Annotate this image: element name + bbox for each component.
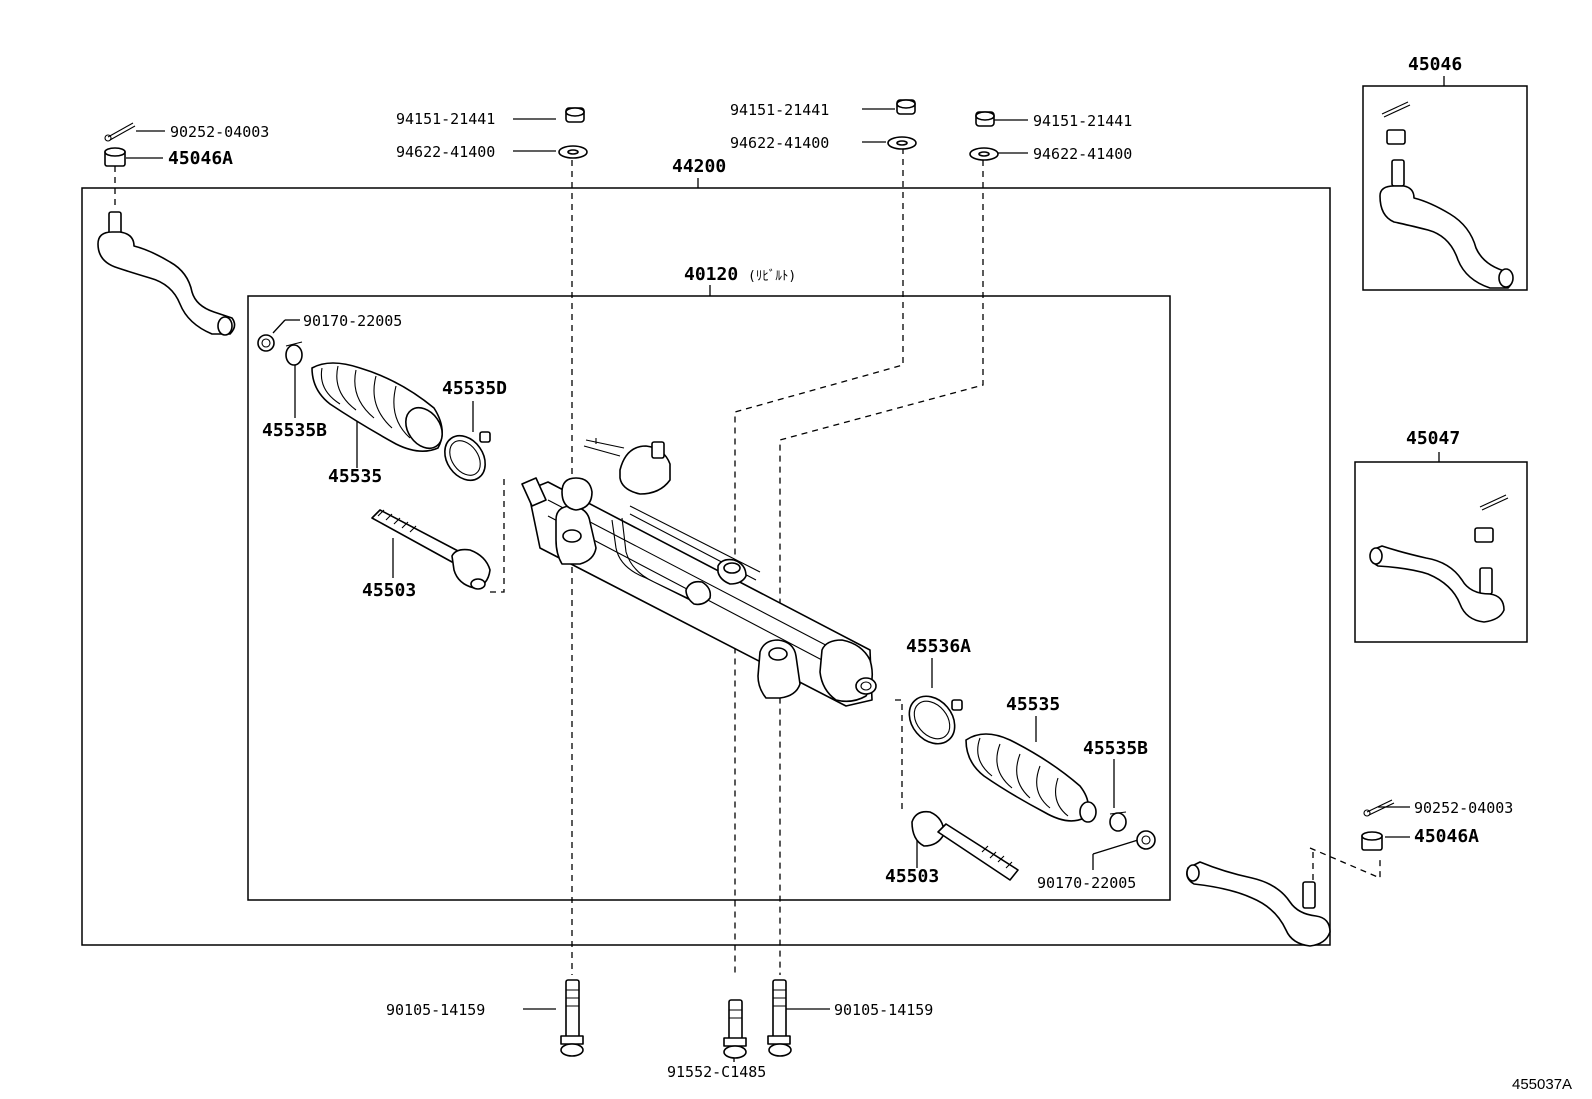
inset-left-part-number: 45046 xyxy=(1408,54,1463,75)
tie-rod-end-left xyxy=(97,211,236,336)
steering-rack-body xyxy=(521,438,877,707)
label-cotter-left: 90252-04003 xyxy=(170,123,270,141)
boot-right xyxy=(965,733,1097,823)
label-rod-left: 45503 xyxy=(362,580,417,601)
large-clamp-right xyxy=(908,695,963,745)
label-cotter-right: 90252-04003 xyxy=(1414,799,1514,817)
label-washer-top-mid: 94622-41400 xyxy=(730,134,830,152)
clip-left xyxy=(257,334,275,352)
label-bolt-left: 90105-14159 xyxy=(386,1001,486,1019)
label-nut-top-left: 94151-21441 xyxy=(396,110,496,128)
washer-nut-set-right xyxy=(969,111,999,161)
label-clamp-small-left: 45535B xyxy=(262,420,328,441)
clip-right xyxy=(1136,830,1156,850)
inset-right-part-number: 45047 xyxy=(1406,428,1461,449)
castle-nut-left xyxy=(104,147,126,167)
inner-tie-rod-right xyxy=(911,810,1019,881)
castle-nut-right xyxy=(1361,831,1383,851)
label-boot-right: 45535 xyxy=(1006,694,1061,715)
label-nut-top-right: 94151-21441 xyxy=(1033,112,1133,130)
label-boot-left: 45535 xyxy=(328,466,383,487)
tie-rod-end-right xyxy=(1186,861,1331,947)
label-nut-top-mid: 94151-21441 xyxy=(730,101,830,119)
inset-frame-45046 xyxy=(1362,85,1528,291)
label-tie-end-nut-left: 45046A xyxy=(168,148,234,169)
boot-left xyxy=(311,362,443,452)
tie-rod-end-45047 xyxy=(1369,494,1509,623)
cotter-pin-right xyxy=(1363,799,1395,817)
label-clip-left: 90170-22005 xyxy=(303,312,403,330)
label-bolt-center: 91552-C1485 xyxy=(667,1063,767,1081)
small-clamp-left xyxy=(285,341,303,366)
label-clamp-large-right: 45536A xyxy=(906,636,972,657)
label-clamp-small-right: 45535B xyxy=(1083,738,1149,759)
label-rod-right: 45503 xyxy=(885,866,940,887)
inner-tie-rod-left xyxy=(371,509,491,590)
washer-nut-set-left xyxy=(558,107,588,159)
subassembly-note: (ﾘﾋﾞﾙﾄ) xyxy=(748,269,797,284)
subassembly-frame xyxy=(247,295,1171,901)
label-clamp-large-left: 45535D xyxy=(442,378,508,399)
small-clamp-right xyxy=(1109,811,1127,832)
subassembly-part-number: 40120 xyxy=(684,264,739,285)
label-washer-top-right: 94622-41400 xyxy=(1033,145,1133,163)
diagram-code: 455037A xyxy=(1512,1076,1573,1093)
leader-lines xyxy=(126,108,1410,1062)
large-clamp-left xyxy=(444,431,491,482)
inset-frame-45047 xyxy=(1354,461,1528,643)
label-washer-top-left: 94622-41400 xyxy=(396,143,496,161)
assembly-frame xyxy=(81,187,1331,946)
assembly-guides xyxy=(114,148,1381,975)
label-clip-right: 90170-22005 xyxy=(1037,874,1137,892)
label-bolt-right: 90105-14159 xyxy=(834,1001,934,1019)
bolt-left xyxy=(560,979,584,1057)
assembly-part-number: 44200 xyxy=(672,156,727,177)
cotter-pin-left xyxy=(104,122,136,142)
tie-rod-end-45046 xyxy=(1379,101,1514,289)
washer-nut-set-mid xyxy=(887,99,917,150)
bolt-right xyxy=(767,979,792,1057)
bolt-center xyxy=(723,999,747,1059)
label-tie-end-nut-right: 45046A xyxy=(1414,826,1480,847)
